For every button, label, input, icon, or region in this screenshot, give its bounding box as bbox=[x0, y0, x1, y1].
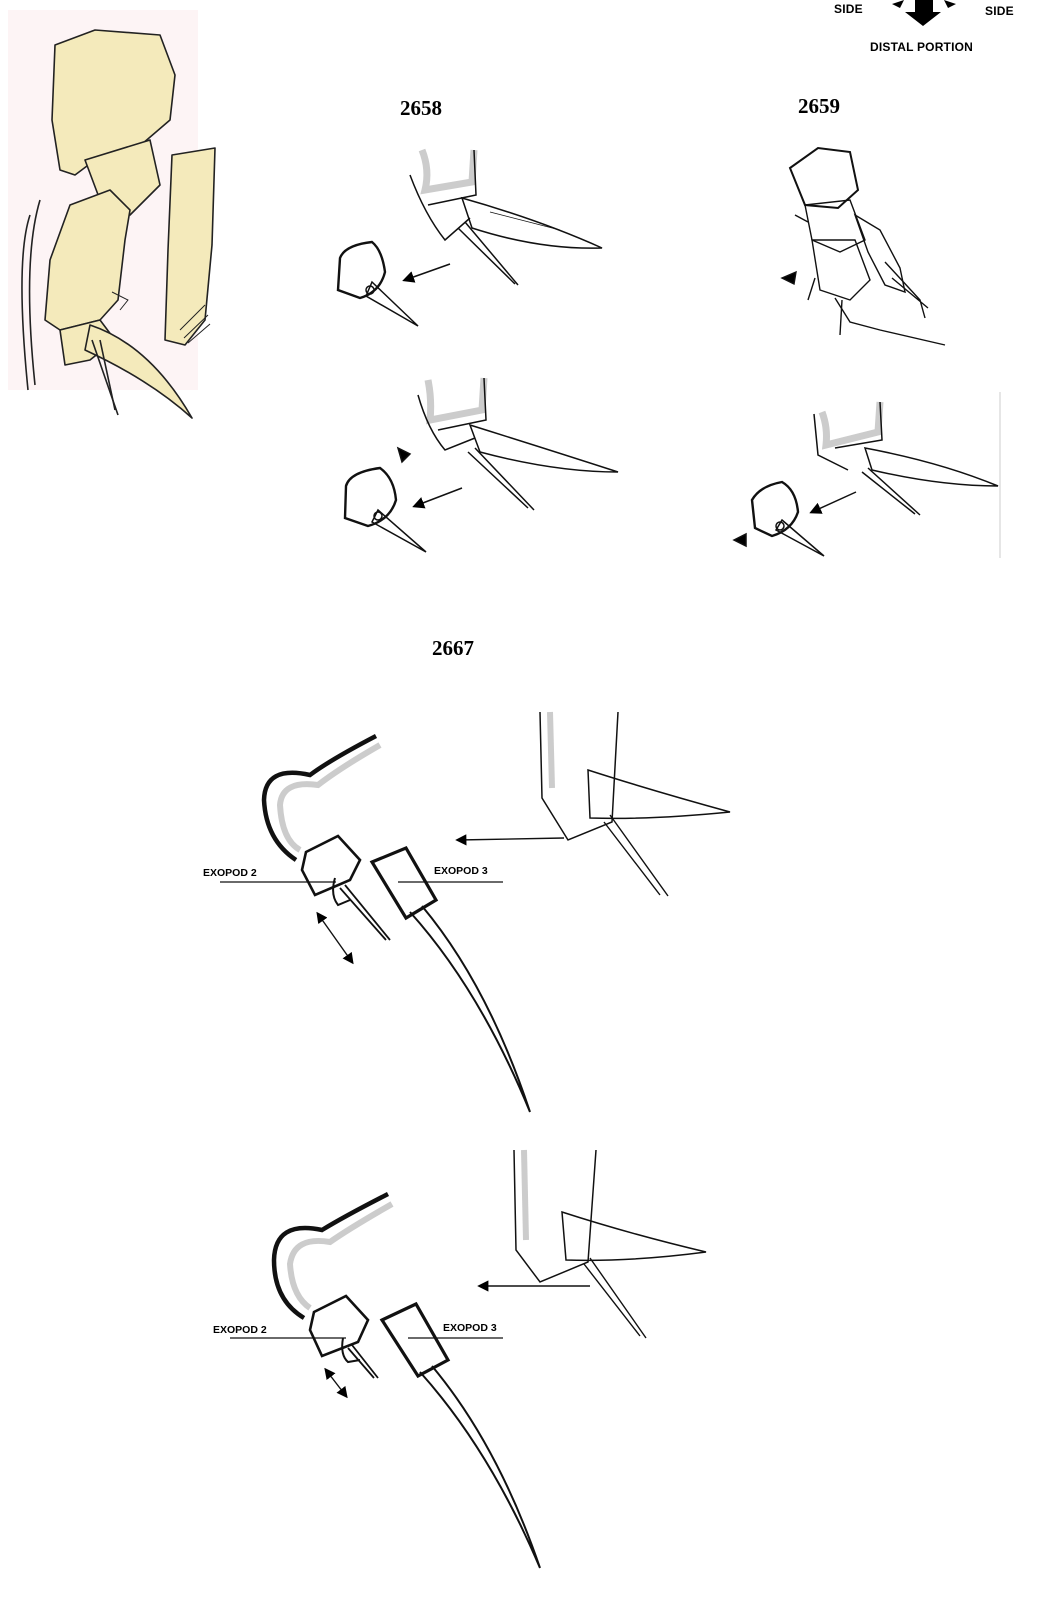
figure-label-2658: 2658 bbox=[400, 96, 442, 121]
orientation-side-left: SIDE bbox=[834, 2, 863, 16]
exopod2-label-upper: EXOPOD 2 bbox=[203, 867, 257, 879]
figure-label-2659: 2659 bbox=[798, 94, 840, 119]
panel-2658-top bbox=[338, 150, 602, 326]
panel-2667-lower bbox=[230, 1150, 706, 1568]
orientation-distal-label: DISTAL PORTION bbox=[870, 40, 973, 54]
orientation-indicator bbox=[892, 0, 956, 26]
exopod2-label-lower: EXOPOD 2 bbox=[213, 1324, 267, 1336]
orientation-side-right: SIDE bbox=[985, 4, 1014, 18]
panel-2658-bottom bbox=[345, 378, 618, 552]
figure-label-2667: 2667 bbox=[432, 636, 474, 661]
exopod3-label-lower: EXOPOD 3 bbox=[443, 1322, 497, 1334]
panel-2659-bottom bbox=[734, 392, 1000, 558]
exopod3-label-upper: EXOPOD 3 bbox=[434, 865, 488, 877]
panel-2659-top bbox=[782, 148, 945, 345]
panel-2667-upper bbox=[220, 712, 730, 1112]
